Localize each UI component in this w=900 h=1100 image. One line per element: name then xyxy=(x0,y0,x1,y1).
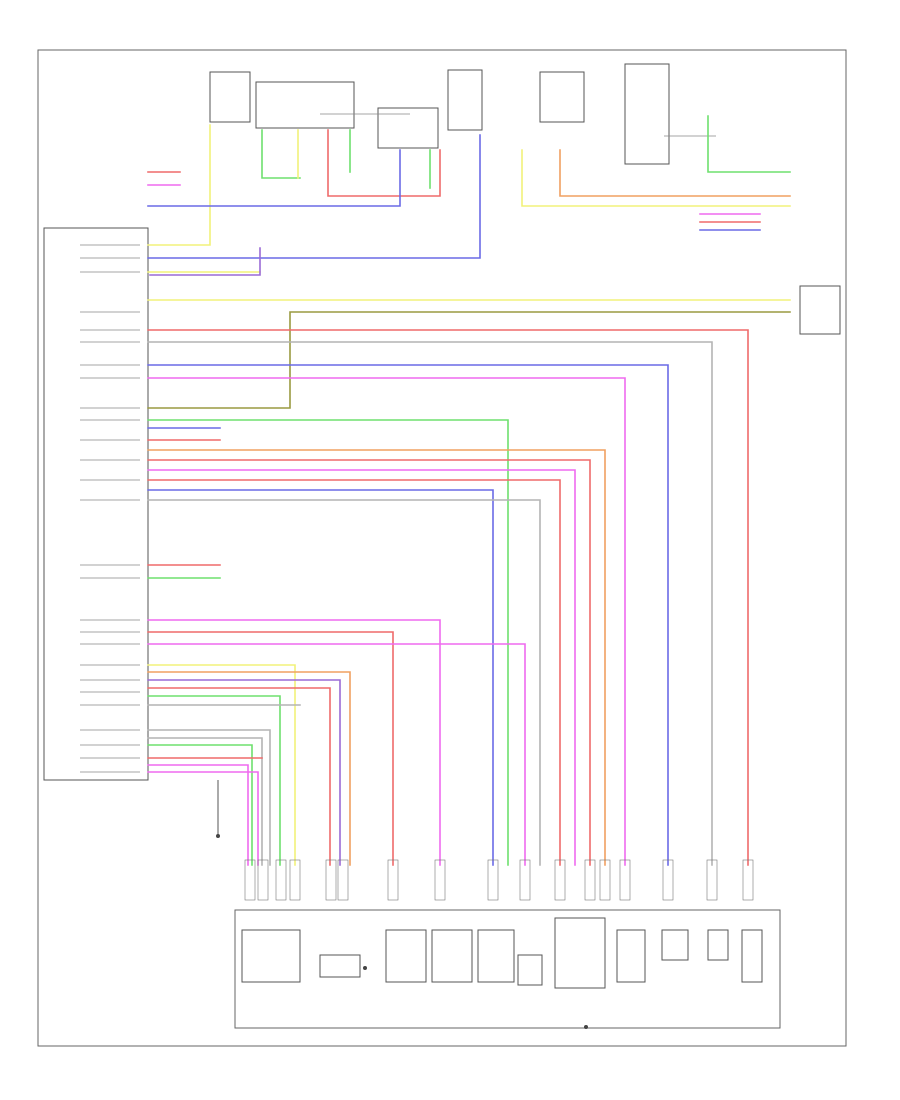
wire-green-top-4 xyxy=(707,115,791,173)
wire-green-3 xyxy=(147,695,281,866)
wire-pink-4 xyxy=(147,643,526,866)
wire-orange-1 xyxy=(147,449,606,866)
wire-grey-2 xyxy=(147,499,541,866)
bottom-connectors xyxy=(244,859,754,901)
wire-violet-2 xyxy=(147,679,341,866)
wire-pink-3 xyxy=(147,619,441,866)
wire-red-4 xyxy=(147,479,561,866)
wire-orange-top xyxy=(559,149,791,197)
wire-pink-6 xyxy=(147,771,259,866)
wire-blue-top xyxy=(147,149,401,207)
wire-red-top-2 xyxy=(327,129,441,197)
wires xyxy=(147,115,791,866)
wire-pink-5 xyxy=(147,764,249,866)
wire-red-6 xyxy=(147,631,394,866)
wire-olive-1 xyxy=(147,311,791,409)
wire-grey-top xyxy=(147,341,713,866)
wire-yellow-4 xyxy=(147,664,296,866)
wire-blue-1 xyxy=(147,134,481,259)
wire-green-1 xyxy=(147,419,509,866)
wire-green-top xyxy=(261,129,301,179)
wire-green-4 xyxy=(147,744,253,866)
bottom-components xyxy=(234,909,781,1029)
ground-symbol xyxy=(216,780,588,1029)
wire-yellow-1 xyxy=(147,124,211,246)
wire-orange-2 xyxy=(147,671,351,866)
wire-pink-2 xyxy=(147,469,576,866)
wire-pink-top xyxy=(147,377,626,866)
wire-violet-1 xyxy=(149,247,261,276)
wire-red-top xyxy=(147,329,749,866)
control-module xyxy=(43,227,149,781)
wire-yellow-top-2 xyxy=(521,149,791,207)
module-pin-labels xyxy=(80,244,140,773)
wire-red-3 xyxy=(147,459,591,866)
diagram-frame xyxy=(37,49,847,1047)
wire-grey-5 xyxy=(147,737,263,866)
wire-grey-4 xyxy=(147,729,271,866)
wire-blue-2 xyxy=(147,364,669,866)
top-components xyxy=(209,63,841,335)
wire-blue-4 xyxy=(147,489,494,866)
wire-red-7 xyxy=(147,687,331,866)
